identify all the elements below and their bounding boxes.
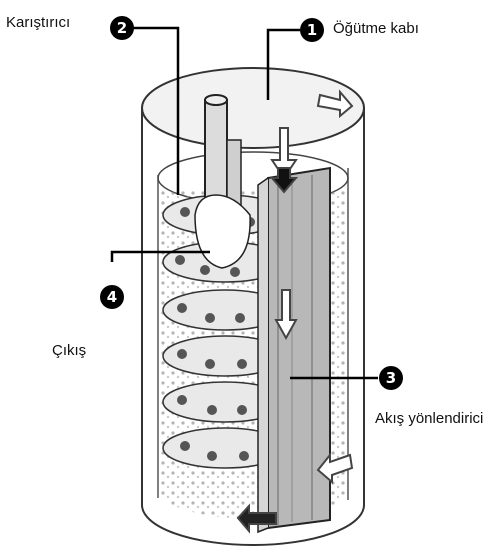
svg-text:2: 2: [117, 19, 127, 37]
label-akis-yonlendirici: Akış yönlendirici: [375, 410, 483, 427]
svg-text:1: 1: [307, 21, 317, 39]
marker-4: 4: [100, 285, 124, 309]
label-karistirici: Karıştırıcı: [6, 14, 70, 31]
marker-2: 2: [110, 16, 134, 40]
svg-text:4: 4: [107, 288, 117, 306]
marker-1: 1: [300, 18, 324, 42]
label-cikis: Çıkış: [52, 342, 86, 359]
label-ogutme-kabi: Öğütme kabı: [333, 20, 419, 37]
marker-3: 3: [379, 366, 403, 390]
svg-text:3: 3: [386, 369, 396, 387]
flow-director-plate: [258, 168, 330, 532]
